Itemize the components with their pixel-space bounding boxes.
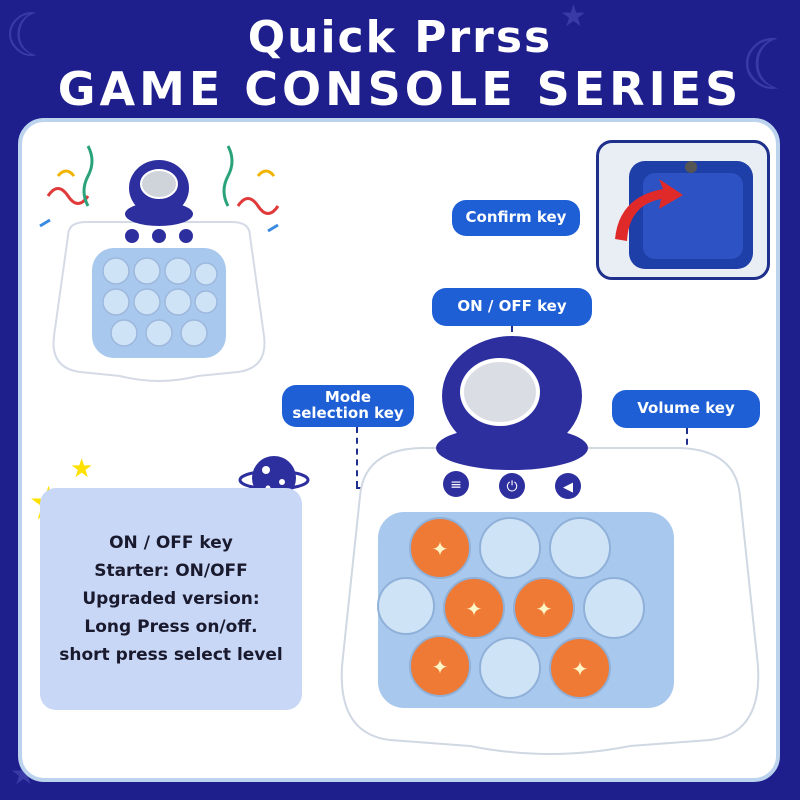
- info-line: Starter: ON/OFF: [94, 561, 248, 581]
- power-button[interactable]: ⏻: [499, 473, 525, 499]
- volume-button[interactable]: ◀: [555, 473, 581, 499]
- svg-text:✦: ✦: [432, 537, 449, 561]
- mode-key-text-1: Mode: [324, 388, 372, 407]
- info-line: ON / OFF key: [109, 533, 233, 553]
- astronaut-head: [436, 336, 588, 470]
- mode-connector-vertical: [356, 427, 358, 487]
- menu-list-icon: ≡: [450, 477, 462, 493]
- moon-decoration: ☾: [4, 1, 58, 71]
- power-icon[interactable]: [152, 229, 166, 243]
- info-line: Long Press on/off.: [84, 617, 258, 637]
- on-off-key-label: ON / OFF key: [432, 288, 592, 326]
- info-line: Upgraded version:: [82, 589, 260, 609]
- mode-key-text-2: selection key: [292, 404, 404, 422]
- title-line-2: GAME CONSOLE SERIES: [57, 62, 743, 116]
- bubble-buttons: [102, 257, 218, 347]
- curved-arrow-icon: [615, 179, 683, 241]
- volume-icon: ◀: [563, 480, 573, 495]
- star-decoration: ★: [560, 0, 587, 34]
- confirm-key-label: Confirm key: [452, 200, 580, 236]
- svg-text:✦: ✦: [572, 657, 589, 681]
- confetti-decoration: [39, 145, 280, 233]
- large-console-illustration: ≡ ⏻ ◀ ✦ ✦ ✦ ✦ ✦: [340, 336, 760, 755]
- confirm-key-closeup: [596, 140, 770, 280]
- power-icon: ⏻: [506, 479, 517, 495]
- on-off-key-text: ON / OFF key: [457, 297, 567, 316]
- title-line-1: Quick Prrss: [247, 12, 553, 63]
- star-icon: ★: [70, 454, 94, 484]
- volume-key-label: Volume key: [612, 390, 760, 428]
- info-line: short press select level: [59, 645, 283, 665]
- info-card: ON / OFF key Starter: ON/OFF Upgraded ve…: [40, 488, 302, 710]
- moon-decoration: ☾: [740, 24, 800, 106]
- volume-icon[interactable]: [179, 229, 193, 243]
- svg-text:✦: ✦: [432, 655, 449, 679]
- small-console-illustration: [39, 145, 280, 382]
- menu-icon[interactable]: [125, 229, 139, 243]
- mode-selection-key-label: Mode selection key: [282, 385, 414, 427]
- volume-key-text: Volume key: [637, 399, 735, 418]
- light-sparkles: ✦ ✦ ✦ ✦ ✦: [432, 537, 589, 681]
- closeup-illustration: [615, 161, 753, 269]
- confirm-key-text: Confirm key: [465, 208, 567, 227]
- astronaut-head: [125, 160, 193, 226]
- svg-text:✦: ✦: [536, 597, 553, 621]
- svg-text:✦: ✦: [466, 597, 483, 621]
- bubble-buttons: [377, 517, 645, 699]
- menu-button[interactable]: ≡: [443, 471, 469, 497]
